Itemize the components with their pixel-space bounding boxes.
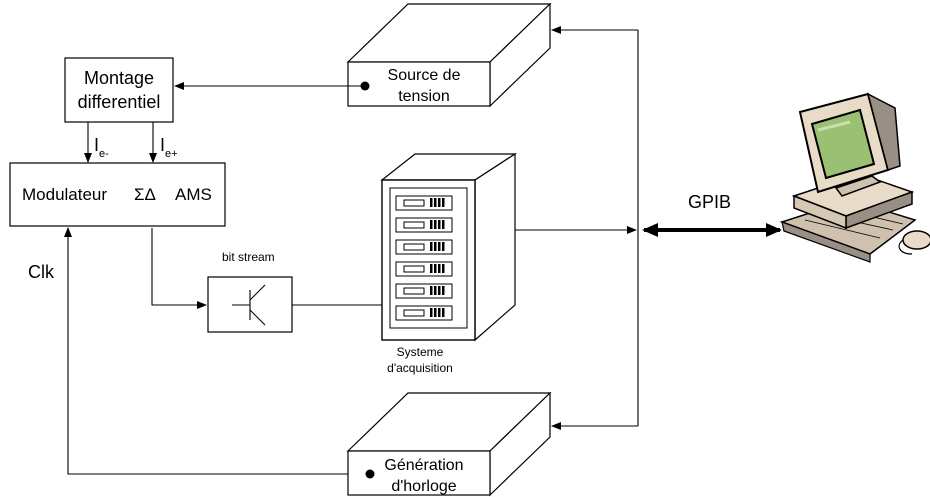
montage-label-line1: Montage — [84, 68, 154, 88]
acquisition-label-line1: Systeme — [397, 345, 444, 359]
montage-label-line2: differentiel — [78, 92, 161, 112]
server-drive-bays — [395, 195, 453, 321]
computer-icon — [779, 92, 930, 263]
ie-plus-label: Ie+ — [160, 135, 178, 160]
ie-minus-label: Ie- — [94, 135, 109, 160]
clock-wire — [64, 227, 368, 475]
generation-horloge-block: Génération d'horloge — [346, 391, 552, 497]
generation-label-line1: Génération — [384, 457, 463, 474]
clock-output-terminal — [365, 469, 375, 479]
gpib-label: GPIB — [688, 192, 731, 212]
modulateur-label: Modulateur — [22, 185, 107, 204]
clk-label: Clk — [28, 262, 55, 282]
bitstream-comparator-block — [207, 276, 293, 333]
acquisition-server-icon — [380, 152, 518, 342]
gpib-bus-wires — [515, 26, 639, 430]
generation-label-line2: d'horloge — [391, 478, 456, 495]
ams-label: AMS — [175, 185, 212, 204]
source-label-line2: tension — [398, 88, 450, 105]
source-de-tension-block: Source de tension — [346, 2, 552, 108]
modulateur-to-bitstream-wire — [151, 228, 207, 309]
modulateur-block: Modulateur ΣΔ AMS — [9, 162, 226, 227]
bitstream-label: bit stream — [222, 250, 275, 264]
source-label-line1: Source de — [388, 67, 461, 84]
montage-differentiel-block: Montage differentiel — [64, 57, 174, 123]
sigma-delta-label: ΣΔ — [134, 185, 156, 204]
acquisition-label-line2: d'acquisition — [387, 361, 453, 375]
source-output-terminal — [360, 81, 370, 91]
